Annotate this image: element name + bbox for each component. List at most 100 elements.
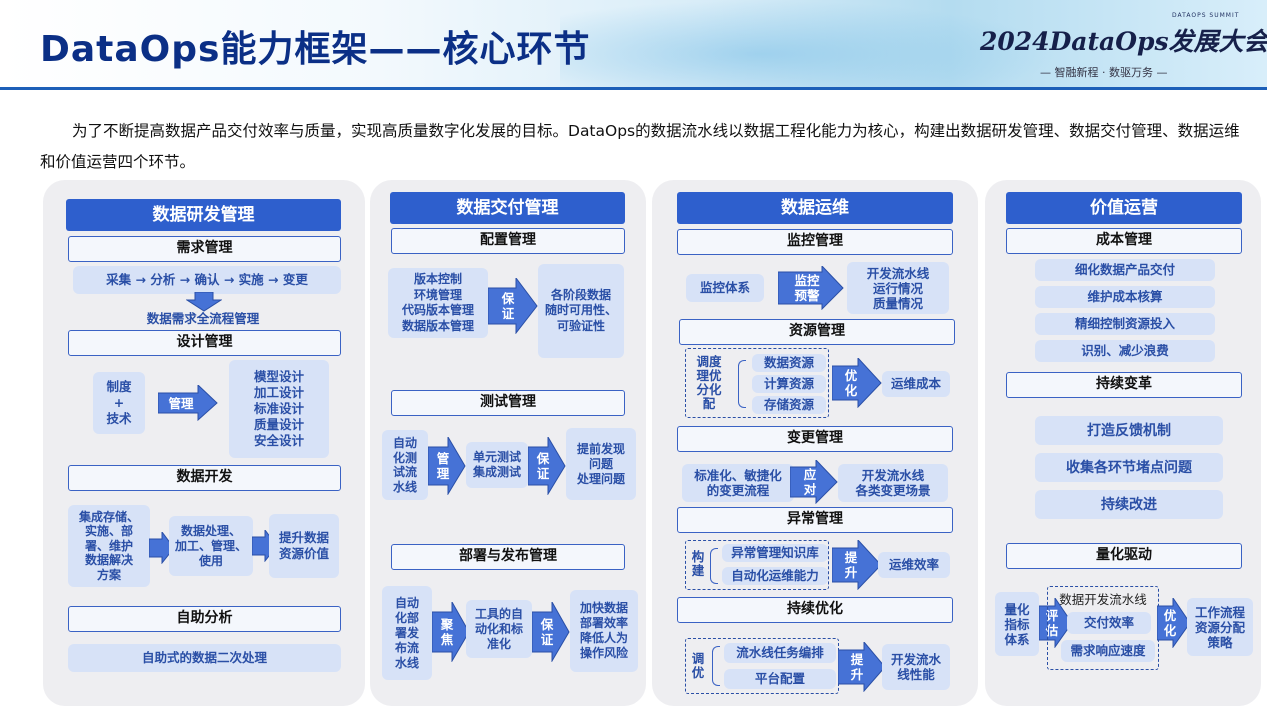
bracket <box>710 548 718 584</box>
intro-paragraph: 为了不断提高数据产品交付效率与质量，实现高质量数字化发展的目标。DataOps的… <box>40 122 1240 171</box>
ops-resource-output: 运维成本 <box>882 371 950 397</box>
dev-design-output: 模型设计 加工设计 标准设计 质量设计 安全设计 <box>229 360 329 458</box>
change-arrow: 应 对 <box>790 460 838 504</box>
ops-exception-group <box>685 540 829 590</box>
column-dev: 数据研发管理 需求管理 采集 → 分析 → 确认 → 实施 → 变更 数据需求全… <box>43 180 365 706</box>
value-title: 价值运营 <box>1006 192 1242 224</box>
delivery-title: 数据交付管理 <box>390 192 625 224</box>
ops-change-arrow-label: 应 对 <box>803 467 817 497</box>
value-quant-item-1: 需求响应速度 <box>1061 640 1155 662</box>
ops-monitor-input: 监控体系 <box>686 274 764 302</box>
ops-resource-arrow-label: 优 化 <box>844 368 858 398</box>
monitor-arrow: 监控 预警 <box>778 266 844 310</box>
delivery-test-input: 自动 化测 试流 水线 <box>382 430 428 500</box>
value-quant-output: 工作流程 资源分配 策略 <box>1187 598 1253 656</box>
ops-optimize-item-1: 平台配置 <box>724 669 836 689</box>
dev-self-title: 自助分析 <box>68 606 341 632</box>
header-wave-decoration <box>560 0 1060 87</box>
value-quant-item-0: 交付效率 <box>1067 612 1151 634</box>
page-title: DataOps能力框架——核心环节 <box>40 29 591 70</box>
resource-arrow: 优 化 <box>832 358 882 408</box>
ops-change-output: 开发流水线 各类变更场景 <box>838 464 948 502</box>
test-arrow-1: 管 理 <box>428 437 466 495</box>
delivery-config-arrow-label: 保 证 <box>501 291 515 321</box>
design-arrow: 管理 <box>158 385 218 421</box>
summit-slogan: — 智融新程 · 数驱万务 — <box>1040 66 1168 79</box>
delivery-test-output: 提前发现 问题 处理问题 <box>566 428 636 500</box>
delivery-test-arrow2-label: 保 证 <box>536 451 550 481</box>
dev-title: 数据研发管理 <box>66 199 341 231</box>
bracket <box>738 360 746 408</box>
summit-logo-text: 2024DataOps发展大会 <box>980 27 1267 56</box>
ops-resource-item-2: 存储资源 <box>752 396 826 414</box>
value-cost-item-2: 精细控制资源投入 <box>1035 313 1215 335</box>
ops-monitor-output: 开发流水线 运行情况 质量情况 <box>847 262 949 314</box>
exception-arrow: 提 升 <box>832 540 882 590</box>
dev-self-desc: 自助式的数据二次处理 <box>68 644 341 672</box>
value-quant-input: 量化 指标 体系 <box>995 592 1039 656</box>
dev-req-flow: 采集 → 分析 → 确认 → 实施 → 变更 <box>73 266 341 294</box>
ops-change-input: 标准化、敏捷化 的变更流程 <box>682 464 794 502</box>
ops-optimize-arrow-label: 提 升 <box>850 652 864 682</box>
value-quant-title: 量化驱动 <box>1006 543 1242 569</box>
dev-develop-title: 数据开发 <box>68 465 341 491</box>
dev-design-title: 设计管理 <box>68 330 341 356</box>
column-delivery: 数据交付管理 配置管理 版本控制 环境管理 代码版本管理 数据版本管理 保 证 … <box>370 180 646 706</box>
delivery-deploy-title: 部署与发布管理 <box>391 544 625 570</box>
value-reform-item-0: 打造反馈机制 <box>1035 416 1223 445</box>
deploy-arrow-2: 保 证 <box>532 602 570 662</box>
dev-req-result: 数据需求全流程管理 <box>146 311 260 326</box>
dev-develop-step3: 提升数据 资源价值 <box>269 514 339 578</box>
arrow-right-icon <box>149 532 175 564</box>
delivery-deploy-output: 加快数据 部署效率 降低人为 操作风险 <box>570 590 638 672</box>
ops-exception-arrow-label: 提 升 <box>844 550 858 580</box>
value-quant-arrow2-label: 优 化 <box>1163 608 1177 638</box>
ops-monitor-title: 监控管理 <box>677 229 953 255</box>
ops-optimize-title: 持续优化 <box>677 597 953 623</box>
value-quant-arrow1-label: 评 估 <box>1045 608 1059 638</box>
value-cost-title: 成本管理 <box>1006 228 1242 254</box>
down-arrow-icon <box>186 292 222 312</box>
ops-optimize-item-0: 流水线任务编排 <box>724 643 836 663</box>
ops-exception-item-0: 异常管理知识库 <box>722 544 828 562</box>
delivery-deploy-input: 自动 化部 署发 布流 水线 <box>382 586 432 680</box>
delivery-config-title: 配置管理 <box>391 228 625 254</box>
delivery-deploy-mid: 工具的自 动化和标 准化 <box>466 600 532 658</box>
quant-arrow-2: 优 化 <box>1157 598 1191 648</box>
ops-optimize-output: 开发流水 线性能 <box>882 644 950 690</box>
column-value: 价值运营 成本管理 细化数据产品交付 维护成本核算 精细控制资源投入 识别、减少… <box>985 180 1261 706</box>
ops-resource-title: 资源管理 <box>679 319 955 345</box>
optimize-arrow: 提 升 <box>838 642 886 692</box>
value-cost-item-1: 维护成本核算 <box>1035 286 1215 308</box>
bracket <box>712 646 720 686</box>
delivery-test-mid: 单元测试 集成测试 <box>466 442 528 488</box>
ops-monitor-arrow-label: 监控 预警 <box>794 273 820 303</box>
ops-resource-group <box>685 348 829 418</box>
value-cost-item-0: 细化数据产品交付 <box>1035 259 1215 281</box>
dev-develop-step2: 数据处理、 加工、管理、 使用 <box>169 516 253 576</box>
delivery-test-arrow1-label: 管 理 <box>436 451 450 481</box>
summit-small-label: DATAOPS SUMMIT <box>1172 12 1240 19</box>
value-reform-item-2: 持续改进 <box>1035 490 1223 519</box>
ops-resource-left: 调度理优分化配 <box>696 354 722 411</box>
delivery-test-title: 测试管理 <box>391 390 625 416</box>
config-arrow: 保 证 <box>488 278 538 334</box>
delivery-config-input: 版本控制 环境管理 代码版本管理 数据版本管理 <box>388 268 488 338</box>
delivery-deploy-arrow1-label: 聚 焦 <box>440 617 454 647</box>
value-reform-title: 持续变革 <box>1006 372 1242 398</box>
ops-exception-left: 构 建 <box>691 549 705 578</box>
delivery-config-output: 各阶段数据 随时可用性、 可验证性 <box>538 264 624 358</box>
ops-exception-output: 运维效率 <box>878 552 950 578</box>
deploy-arrow-1: 聚 焦 <box>432 602 470 662</box>
ops-change-title: 变更管理 <box>677 426 953 452</box>
dev-design-input: 制度 + 技术 <box>93 372 145 434</box>
delivery-deploy-arrow2-label: 保 证 <box>540 617 554 647</box>
value-cost-item-3: 识别、减少浪费 <box>1035 340 1215 362</box>
ops-optimize-left: 调 优 <box>691 651 705 680</box>
ops-exception-title: 异常管理 <box>677 507 953 533</box>
ops-resource-item-1: 计算资源 <box>752 375 826 393</box>
value-reform-item-1: 收集各环节堵点问题 <box>1035 453 1223 482</box>
dev-design-arrow-label: 管理 <box>168 395 194 411</box>
header-banner: DataOps能力框架——核心环节 DATAOPS SUMMIT 2024Dat… <box>0 0 1267 90</box>
value-quant-pipeline: 数据开发流水线 <box>1059 592 1147 607</box>
